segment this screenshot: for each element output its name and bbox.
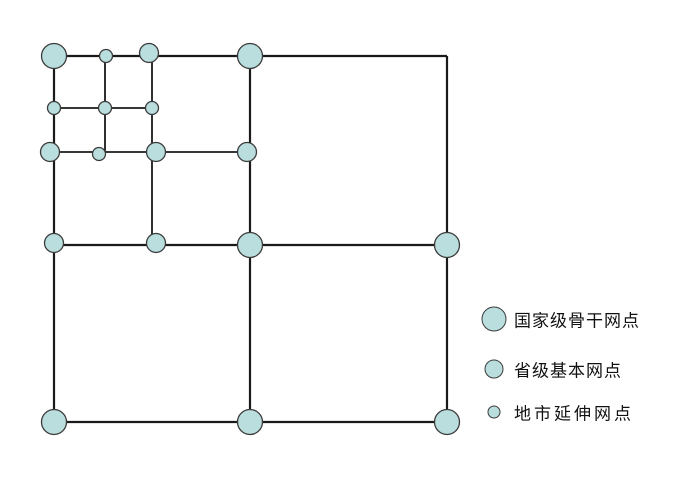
grid-nodes (39, 42, 461, 436)
national-node-icon (481, 306, 507, 332)
national-node (433, 231, 461, 259)
national-node (236, 231, 264, 259)
provincial-node (138, 42, 160, 64)
city-node (98, 48, 114, 64)
provincial-node (39, 141, 61, 163)
provincial-node (236, 141, 258, 163)
national-node (236, 408, 264, 436)
city-node-icon (487, 405, 501, 419)
national-node (40, 42, 68, 70)
legend-label-city: 地市延伸网点 (514, 404, 634, 425)
national-node (433, 408, 461, 436)
provincial-node (43, 232, 65, 254)
city-node (144, 100, 160, 116)
provincial-node (145, 141, 167, 163)
city-node (91, 146, 107, 162)
city-node (46, 100, 62, 116)
legend-label-provincial: 省级基本网点 (514, 361, 622, 382)
provincial-node-icon (484, 359, 504, 379)
national-node (236, 42, 264, 70)
legend-label-national: 国家级骨干网点 (514, 311, 640, 332)
city-node (97, 100, 113, 116)
national-node (40, 408, 68, 436)
provincial-node (145, 232, 167, 254)
